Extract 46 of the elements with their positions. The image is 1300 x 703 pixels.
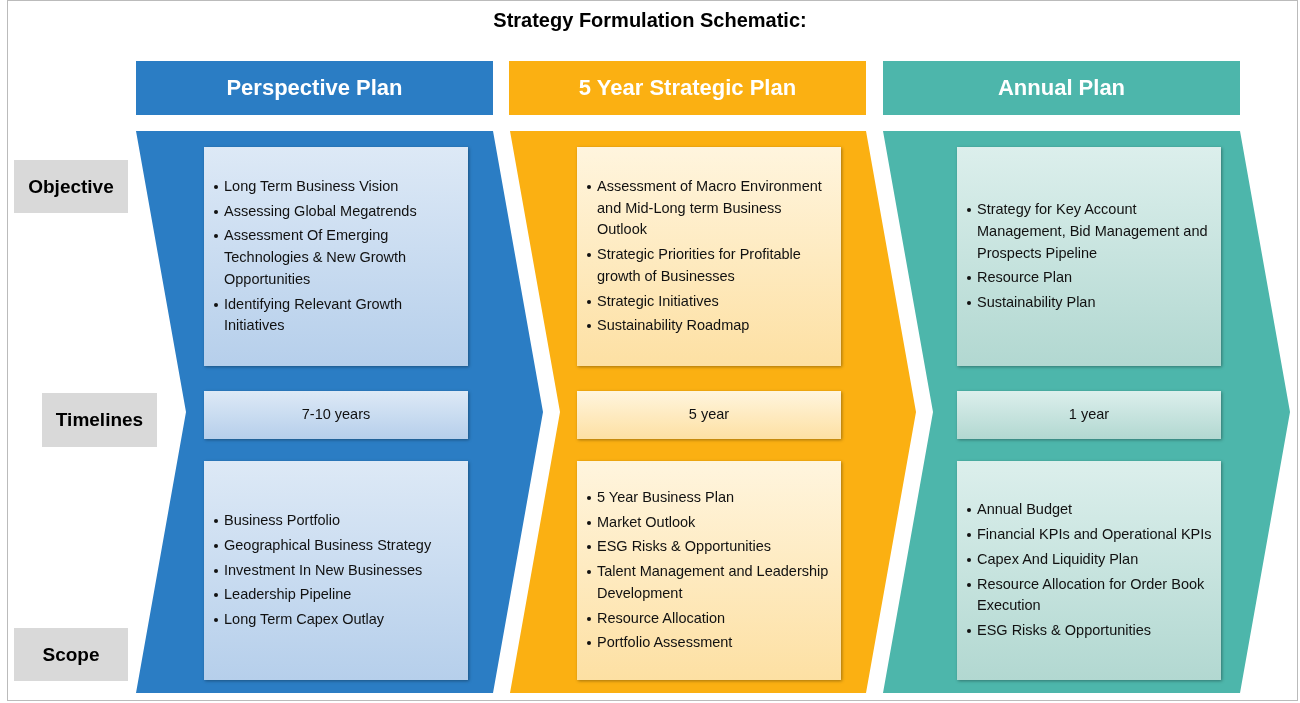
bullet-item: Resource Plan — [977, 269, 1073, 286]
bullet-item: Assessing Global Megatrends — [224, 202, 417, 219]
content-box — [577, 391, 841, 439]
content-box — [577, 147, 841, 366]
bullet-item: Strategy for Key Account Management, Bid Management and Prospects Pipeline — [977, 201, 1208, 261]
bullet-item: Resource Allocation — [597, 609, 726, 626]
bullet-item: Market Outlook — [597, 513, 696, 530]
row-label: Scope — [14, 628, 128, 681]
bullet-item: ESG Risks & Opportunities — [977, 622, 1152, 638]
bullet-item: Assessment Of Emerging Technologies & New Growth Opportunities — [224, 227, 407, 287]
plan-header: Perspective Plan — [136, 61, 493, 115]
content-box — [957, 391, 1221, 439]
content-box — [204, 391, 468, 439]
bullet-item: Portfolio Assessment — [597, 634, 733, 651]
bullet-item: Investment In New Businesses — [224, 561, 423, 578]
bullet-item: Long Term Business Vision — [224, 177, 399, 194]
bullet-item: Capex And Liquidity Plan — [977, 550, 1139, 567]
content-box — [204, 147, 468, 366]
bullet-item: ESG Risks & Opportunities — [597, 538, 772, 555]
bullet-item: Leadership Pipeline — [224, 586, 352, 603]
plan-header: Annual Plan — [883, 61, 1240, 115]
bullet-item: Sustainability Roadmap — [597, 317, 750, 334]
timeline-text: 1 year — [1068, 405, 1110, 425]
bullet-item: Resource Allocation for Order Book Execution — [977, 575, 1205, 614]
row-label: Timelines — [42, 393, 157, 447]
bullet-item: Strategic Initiatives — [597, 292, 719, 309]
bullet-item: Business Portfolio — [224, 512, 341, 529]
row-label: Objective — [14, 160, 128, 213]
timeline-text: 5 year — [688, 405, 730, 425]
bullet-item: Talent Management and Leadership Development — [597, 563, 829, 601]
bullet-item: Identifying Relevant Growth Initiatives — [224, 295, 403, 334]
content-box — [577, 461, 841, 680]
bullet-item: Long Term Capex Outlay — [224, 611, 385, 628]
bullet-item: Financial KPIs and Operational KPIs — [977, 526, 1212, 542]
timeline-text: 7-10 years — [301, 405, 371, 425]
bullet-item: Strategic Priorities for Profitable growth of Businesses — [597, 246, 801, 284]
bullet-item: Geographical Business Strategy — [224, 536, 432, 553]
content-box — [957, 147, 1221, 366]
content-box — [957, 461, 1221, 680]
bullet-item: Sustainability Plan — [977, 294, 1096, 311]
content-box — [204, 461, 468, 680]
bullet-item: Assessment of Macro Environment and Mid-Long term Business Outlook — [597, 177, 822, 238]
diagram-title: Strategy Formulation Schematic: — [492, 9, 808, 32]
plan-header: 5 Year Strategic Plan — [509, 61, 866, 115]
bullet-item: Annual Budget — [977, 501, 1073, 518]
bullet-item: 5 Year Business Plan — [597, 488, 735, 505]
